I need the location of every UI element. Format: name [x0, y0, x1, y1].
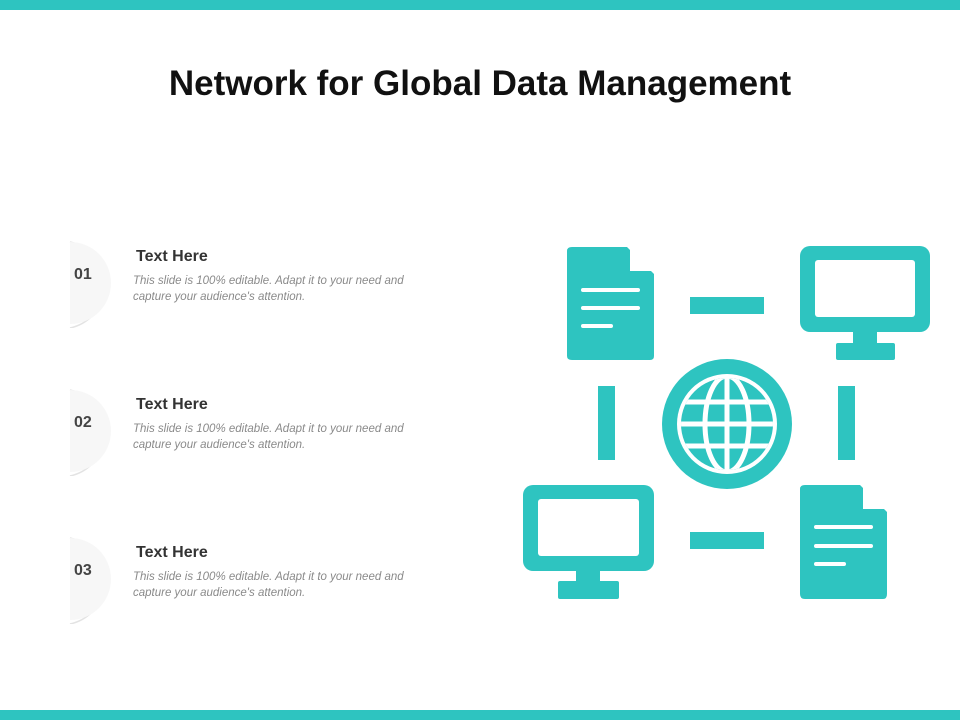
- document-icon: [800, 485, 887, 599]
- connector-top: [690, 297, 764, 314]
- step-number-arc: [69, 389, 111, 476]
- step-number-arc: [69, 241, 111, 328]
- step-description: This slide is 100% editable. Adapt it to…: [133, 423, 404, 451]
- connector-bottom: [690, 532, 764, 549]
- step-number: 01: [74, 266, 92, 283]
- top-accent-bar: [0, 0, 960, 10]
- monitor-icon: [800, 246, 930, 360]
- step-item-2: 02 Text Here This slide is 100% editable…: [60, 378, 480, 488]
- globe-icon: [662, 359, 792, 489]
- monitor-icon: [523, 485, 654, 599]
- document-icon: [567, 247, 654, 360]
- connector-right: [838, 386, 855, 460]
- slide-title: Network for Global Data Management: [168, 64, 792, 103]
- connector-left: [598, 386, 615, 460]
- step-heading: Text Here: [136, 544, 208, 561]
- bottom-accent-bar: [0, 710, 960, 720]
- step-item-1: 01 Text Here This slide is 100% editable…: [60, 230, 480, 340]
- step-number-arc: [69, 537, 111, 624]
- step-item-3: 03 Text Here This slide is 100% editable…: [60, 526, 480, 636]
- step-number: 02: [74, 414, 92, 431]
- step-description: This slide is 100% editable. Adapt it to…: [133, 571, 404, 599]
- step-heading: Text Here: [136, 248, 208, 265]
- step-heading: Text Here: [136, 396, 208, 413]
- step-description: This slide is 100% editable. Adapt it to…: [133, 275, 404, 303]
- step-number: 03: [74, 562, 92, 579]
